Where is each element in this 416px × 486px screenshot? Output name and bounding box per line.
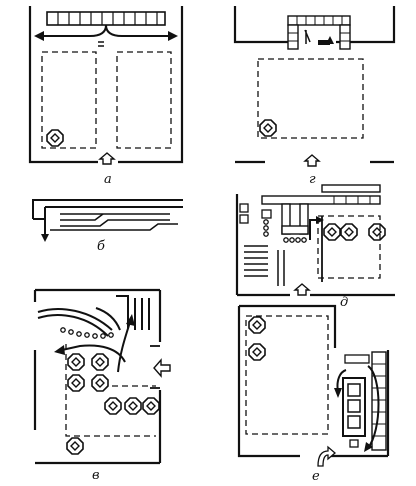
panel-v: в (33, 288, 171, 483)
label-a: а (104, 172, 112, 187)
panel-a: а (28, 6, 184, 187)
label-d: д (340, 295, 348, 310)
panel-b: б (32, 199, 183, 254)
panel-e: е (237, 304, 390, 484)
label-b: б (97, 239, 105, 254)
label-e: е (312, 469, 320, 484)
panel-d: д (235, 184, 395, 310)
label-g: г (309, 172, 316, 187)
label-v: в (92, 468, 100, 483)
panel-g: г (233, 6, 396, 187)
